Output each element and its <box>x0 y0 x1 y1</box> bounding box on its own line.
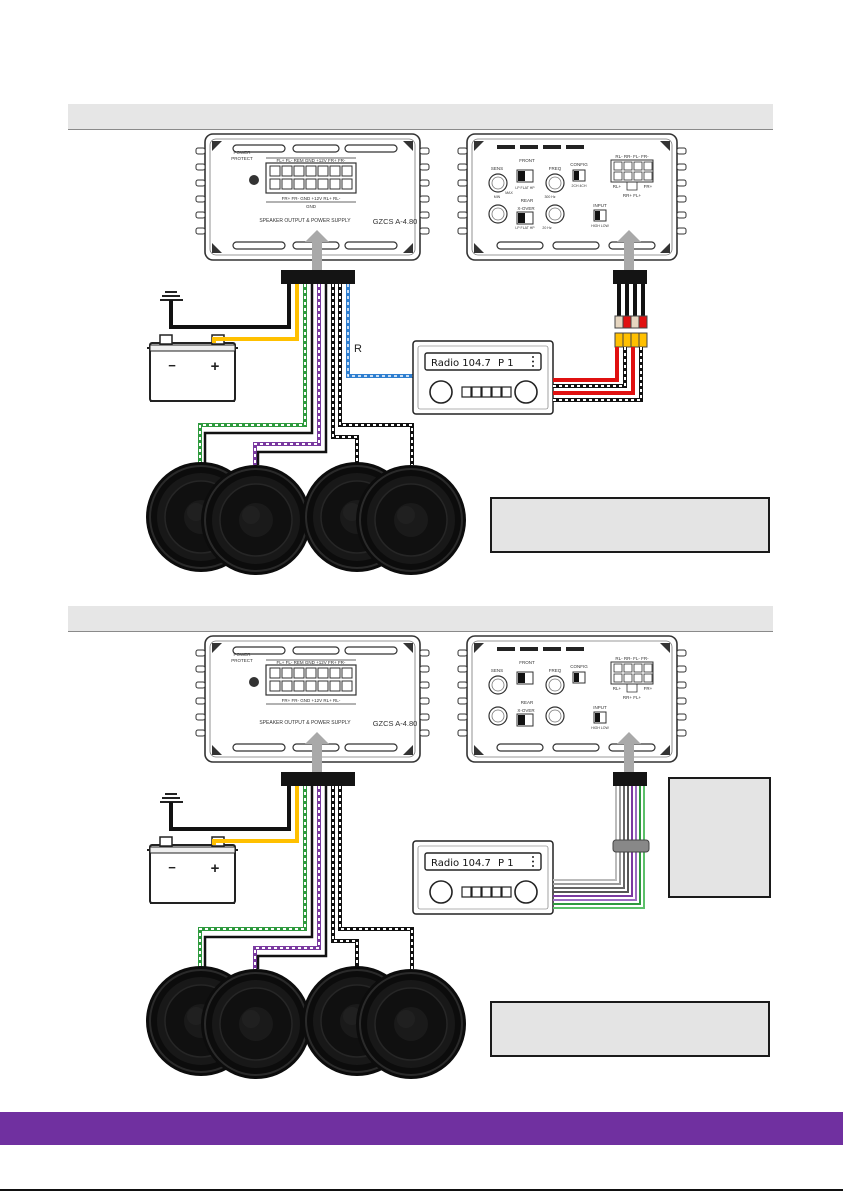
bottom-pin-labels: FR+ FR- GND +12V RL+ RL- <box>282 196 341 201</box>
top-pin-labels: FL+ FL- REM GND +12V FR+ FR- <box>277 158 346 163</box>
svg-text:SENS: SENS <box>491 166 503 171</box>
svg-text:X-OVER: X-OVER <box>517 708 535 713</box>
svg-text:CONFIG: CONFIG <box>570 162 588 167</box>
rca-harness-plug <box>613 270 647 284</box>
amplifier-speaker-panel: POWER PROTECT FL+ FL- REM GND +12V FR+ F… <box>195 133 430 261</box>
svg-text:INPUT: INPUT <box>593 203 607 208</box>
battery-minus-label: − <box>168 358 176 373</box>
svg-text:RR+ FL+: RR+ FL+ <box>623 193 642 198</box>
amplifier-control-panel: FRONT SENS FREQ CONFIG 2CH 4CH LP FLAT H… <box>457 133 687 261</box>
svg-text:GZCS A-4.80: GZCS A-4.80 <box>373 719 418 728</box>
svg-text:FR+ FR- GND +12V RL+ RL-: FR+ FR- GND +12V RL+ RL- <box>282 698 341 703</box>
radio-head-unit: Radio 104.7 P 1 <box>412 840 554 915</box>
svg-text:SPEAKER OUTPUT & POWER SUPPLY: SPEAKER OUTPUT & POWER SUPPLY <box>259 720 351 726</box>
battery-plus-label: + <box>211 358 220 375</box>
model-label: GZCS A-4.80 <box>373 217 418 226</box>
svg-text:LP FLAT HP: LP FLAT HP <box>515 226 535 230</box>
svg-text:20 Hz: 20 Hz <box>542 226 551 230</box>
section-header-bar-2 <box>68 606 773 632</box>
svg-text:RL- RR- FL- FR-: RL- RR- FL- FR- <box>615 154 649 159</box>
chassis-ground-icon <box>159 793 184 803</box>
svg-text:MAX: MAX <box>505 191 513 195</box>
svg-text:FR+: FR+ <box>644 686 653 691</box>
svg-text:HIGH LOW: HIGH LOW <box>591 224 609 228</box>
footer-band <box>0 1112 843 1145</box>
speaker-harness-plug <box>281 270 355 284</box>
battery-icon <box>146 334 239 402</box>
svg-text:Radio 104.7: Radio 104.7 <box>431 858 491 869</box>
svg-text:PROTECT: PROTECT <box>231 658 253 663</box>
svg-text:HIGH LOW: HIGH LOW <box>591 726 609 730</box>
speaker-icon <box>200 464 312 576</box>
high-level-input-wires <box>553 786 650 909</box>
svg-text:RL+: RL+ <box>613 686 622 691</box>
svg-text:POWER: POWER <box>233 652 251 657</box>
svg-text:RL+: RL+ <box>613 184 622 189</box>
svg-text:300 Hz: 300 Hz <box>544 195 555 199</box>
svg-text:FREQ: FREQ <box>549 166 562 171</box>
note-box-side <box>668 777 771 898</box>
speaker-icon <box>355 968 467 1080</box>
svg-text:MIN: MIN <box>494 195 501 199</box>
svg-text:REAR: REAR <box>521 700 534 705</box>
diagram-2: POWER PROTECT FL+ FL- REM GND +12V FR+ F… <box>145 635 687 1080</box>
svg-text:RR+ FL+: RR+ FL+ <box>623 695 642 700</box>
svg-text:FRONT: FRONT <box>519 158 535 163</box>
rca-cables <box>553 284 648 402</box>
diagram-1: POWER PROTECT FL+ FL- REM GND +12V FR+ F… <box>145 133 687 576</box>
svg-text:FREQ: FREQ <box>549 668 562 673</box>
remote-wire-label: R <box>354 343 362 355</box>
note-box-2 <box>490 1001 770 1057</box>
svg-text:2CH 4CH: 2CH 4CH <box>572 184 587 188</box>
speaker-harness-plug <box>281 772 355 786</box>
section-header-bar-1 <box>68 104 773 130</box>
power-protect-label: POWER <box>233 150 251 155</box>
svg-text:CONFIG: CONFIG <box>570 664 588 669</box>
chassis-ground-icon <box>159 291 184 301</box>
svg-text:P 1: P 1 <box>498 858 514 869</box>
svg-text:LP FLAT HP: LP FLAT HP <box>515 186 535 190</box>
svg-text:PROTECT: PROTECT <box>231 156 253 161</box>
svg-text:FRONT: FRONT <box>519 660 535 665</box>
svg-text:X-OVER: X-OVER <box>517 206 535 211</box>
radio-head-unit: Radio 104.7 P 1 <box>412 340 554 415</box>
speaker-icon <box>355 464 467 576</box>
input-harness-plug <box>613 772 647 786</box>
svg-text:−: − <box>168 860 176 875</box>
svg-text:+: + <box>211 860 220 877</box>
speaker-icon <box>200 968 312 1080</box>
svg-text:SENS: SENS <box>491 668 503 673</box>
amplifier-control-panel: FRONT SENS FREQ CONFIG REAR X-OVER INPUT… <box>457 635 687 763</box>
svg-text:FL+ FL- REM GND +12V FR+ FR: FL+ FL- REM GND +12V FR+ FR- <box>277 660 346 665</box>
svg-text:INPUT: INPUT <box>593 705 607 710</box>
svg-text:FR+: FR+ <box>644 184 653 189</box>
note-box-1 <box>490 497 770 553</box>
svg-text:REAR: REAR <box>521 198 534 203</box>
radio-station-display: Radio 104.7 <box>431 358 491 369</box>
svg-text:GND: GND <box>306 204 317 209</box>
radio-preset-display: P 1 <box>498 358 514 369</box>
amplifier-speaker-panel: POWER PROTECT FL+ FL- REM GND +12V FR+ F… <box>195 635 430 763</box>
svg-text:RL- RR- FL- FR-: RL- RR- FL- FR- <box>615 656 649 661</box>
page-edge <box>0 1189 843 1191</box>
port-label: SPEAKER OUTPUT & POWER SUPPLY <box>259 218 351 224</box>
battery-icon <box>146 836 239 904</box>
